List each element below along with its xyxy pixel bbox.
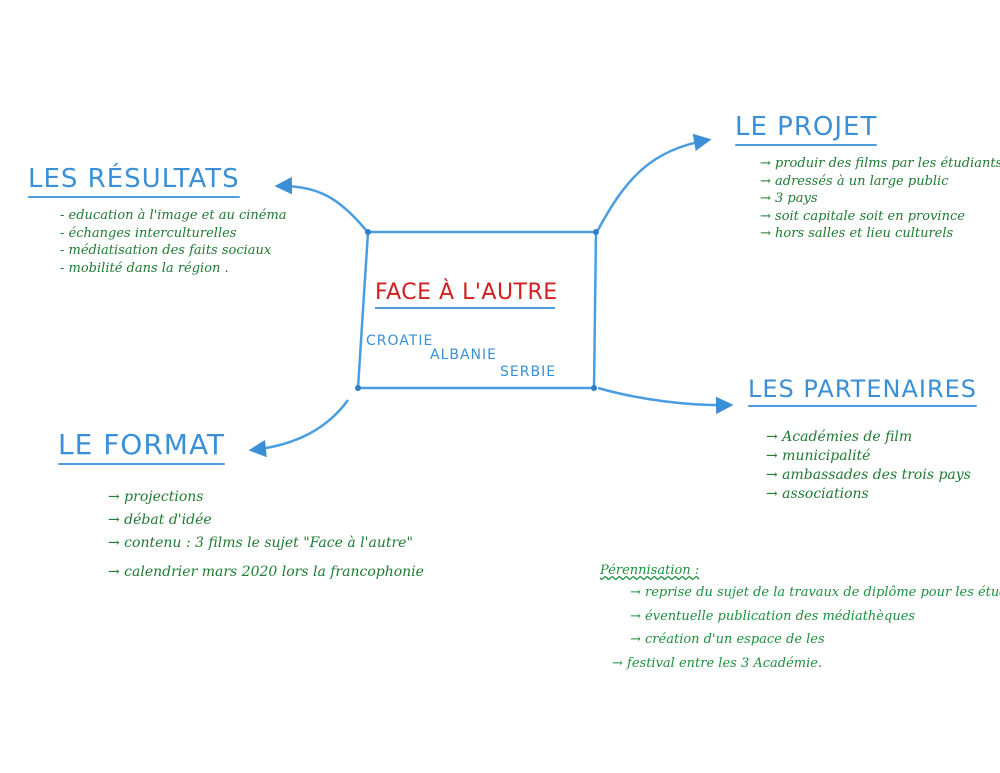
partners-item: → ambassades des trois pays [766, 466, 971, 483]
results-title: LES RÉSULTATS [28, 164, 240, 194]
results-item: - échanges interculturelles [60, 225, 237, 241]
project-item: → hors salles et lieu culturels [760, 226, 954, 242]
results-list: - education à l'image et au cinéma - éch… [60, 207, 287, 277]
country-croatie: CROATIE [366, 333, 434, 349]
partners-list: → Académies de film → municipalité → amb… [766, 428, 971, 504]
arrow-to-partners [597, 386, 734, 415]
partners-title-block: LES PARTENAIRES [748, 375, 978, 407]
format-item: → débat d'idée [108, 511, 212, 528]
sustainability-item: → reprise du sujet de la travaux de dipl… [630, 585, 1000, 600]
results-item: - médiatisation des faits sociaux [60, 243, 272, 259]
sustainability-item: → festival entre les 3 Académie. [612, 655, 823, 671]
results-title-block: LES RÉSULTATS [28, 164, 240, 198]
sustainability-title: Pérennisation : [600, 563, 700, 578]
arrow-to-format [248, 399, 350, 458]
results-title-underline [28, 196, 240, 198]
center-box [355, 229, 599, 391]
center-title-block: FACE À L'AUTRE [375, 280, 558, 309]
project-item: → produir des films par les étudiants [760, 156, 1000, 171]
arrow-to-project [596, 133, 712, 231]
country-serbie: SERBIE [500, 364, 557, 380]
sustainability-item: → création d'un espace de les [630, 632, 825, 648]
results-item: - education à l'image et au cinéma [60, 208, 287, 223]
partners-item: → associations [766, 485, 869, 502]
format-title-underline [58, 463, 226, 465]
format-item: → calendrier mars 2020 lors la francopho… [108, 563, 424, 580]
country-albanie: ALBANIE [430, 347, 498, 363]
partners-item: → municipalité [766, 447, 871, 464]
format-list: → projections → débat d'idée → contenu :… [108, 488, 424, 582]
project-item: → 3 pays [760, 191, 818, 207]
format-item: → contenu : 3 films le sujet "Face à l'a… [108, 534, 413, 551]
project-title-block: LE PROJET [735, 112, 878, 146]
project-title: LE PROJET [735, 112, 878, 142]
project-item: → soit capitale soit en province [760, 208, 965, 224]
project-title-underline [735, 144, 878, 146]
project-item: → adressés à un large public [760, 173, 949, 189]
center-title: FACE À L'AUTRE [375, 280, 558, 305]
center-title-underline [375, 307, 555, 309]
project-list: → produir des films par les étudiants → … [760, 155, 1000, 243]
partners-title: LES PARTENAIRES [748, 375, 978, 403]
format-item: → projections [108, 489, 204, 505]
sustainability-block: Pérennisation : → reprise du sujet de la… [600, 563, 1000, 672]
partners-item: → Académies de film [766, 429, 913, 445]
arrow-to-results [274, 176, 367, 231]
format-title-block: LE FORMAT [58, 428, 226, 465]
format-title: LE FORMAT [58, 428, 226, 461]
sustainability-item: → éventuelle publication des médiathèque… [630, 608, 916, 624]
results-item: - mobilité dans la région . [60, 260, 229, 276]
partners-title-underline [748, 405, 978, 407]
